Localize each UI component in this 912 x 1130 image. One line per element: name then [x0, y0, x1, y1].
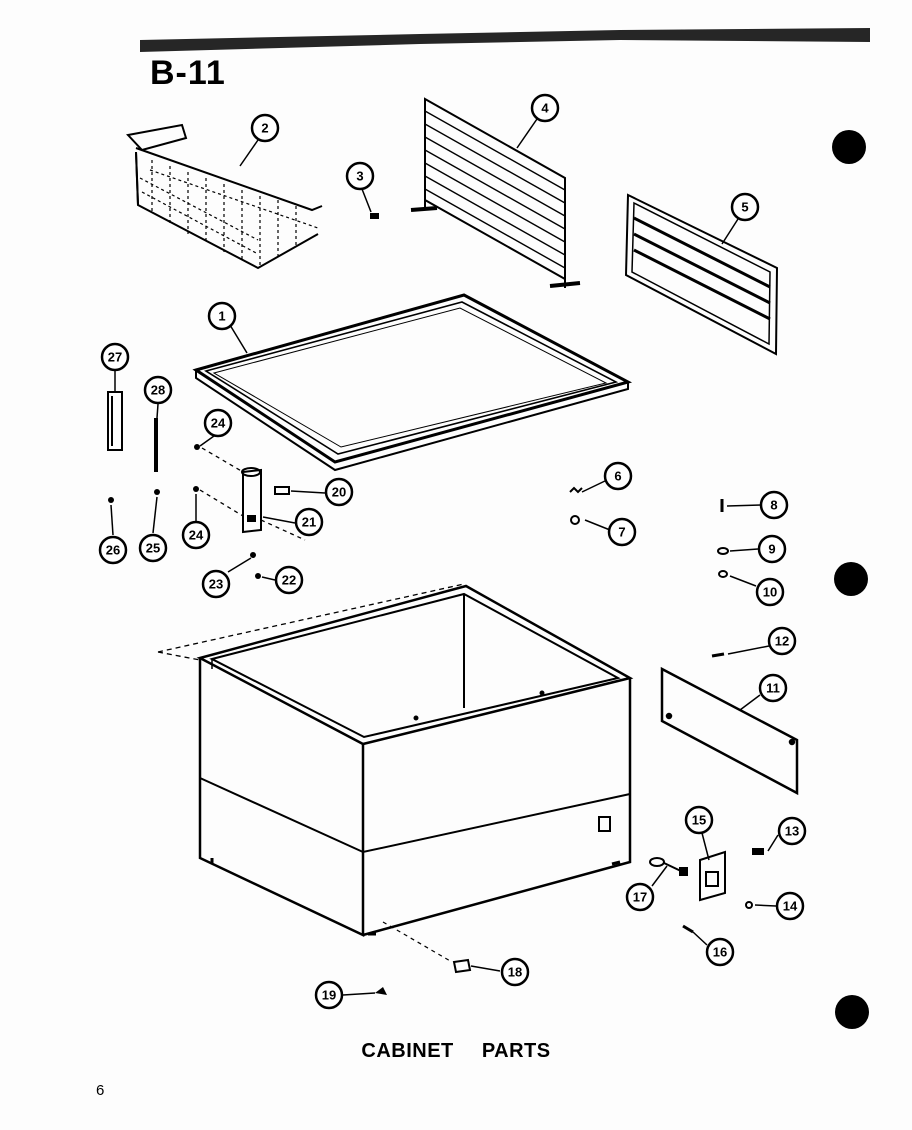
part-washer-23 — [250, 552, 256, 558]
callout-6: 6 — [603, 461, 633, 491]
binder-hole-top — [832, 130, 866, 164]
part-spring-6 — [569, 486, 583, 494]
callout-number: 16 — [713, 945, 727, 960]
part-knob — [274, 486, 290, 495]
callout-number: 24 — [189, 528, 204, 543]
callout-number: 23 — [209, 577, 223, 592]
callout-number: 1 — [218, 309, 225, 324]
part-evaporator-panel — [624, 193, 779, 356]
callout-8: 8 — [759, 490, 789, 520]
callout-14: 14 — [775, 891, 805, 921]
page-number: 6 — [96, 1082, 105, 1099]
binder-hole-middle — [834, 562, 868, 596]
part-cord-17 — [649, 857, 688, 876]
callout-10: 10 — [755, 577, 785, 607]
callout-number: 28 — [151, 383, 165, 398]
callout-number: 6 — [614, 469, 621, 484]
callout-1: 1 — [207, 301, 237, 331]
callout-11: 11 — [758, 673, 788, 703]
callout-number: 24 — [211, 416, 226, 431]
callout-leaders — [110, 118, 779, 996]
part-nut-22 — [255, 573, 261, 579]
callout-number: 3 — [356, 169, 363, 184]
part-washer-9 — [717, 547, 729, 555]
scan-edge-smudge — [140, 28, 870, 52]
callout-20: 20 — [324, 477, 354, 507]
callout-number: 17 — [633, 890, 647, 905]
callout-number: 13 — [785, 824, 799, 839]
thermostat-leaders — [199, 447, 306, 541]
callout-2: 2 — [250, 113, 280, 143]
part-cabinet — [157, 583, 634, 937]
foot-leader — [382, 921, 453, 963]
part-clip — [370, 213, 379, 219]
callout-15: 15 — [684, 805, 714, 835]
callout-26: 26 — [98, 535, 128, 565]
callout-number: 7 — [618, 525, 625, 540]
callout-number: 5 — [741, 200, 748, 215]
callout-number: 26 — [106, 543, 120, 558]
part-washer-7 — [570, 515, 580, 525]
callout-number: 8 — [770, 498, 777, 513]
callout-24a: 24 — [203, 408, 233, 438]
callout-number: 12 — [775, 634, 789, 649]
callout-number: 11 — [766, 681, 780, 696]
part-basket — [126, 123, 323, 270]
part-nut-14 — [745, 901, 753, 909]
diagram-caption: CABINET PARTS — [361, 1040, 551, 1062]
callout-number: 27 — [108, 350, 122, 365]
callout-22: 22 — [274, 565, 304, 595]
part-divider — [410, 97, 581, 288]
callout-25: 25 — [138, 533, 168, 563]
callout-17: 17 — [625, 882, 655, 912]
callout-13: 13 — [777, 816, 807, 846]
part-thermostat — [241, 467, 262, 534]
part-hinge-bracket — [107, 391, 123, 451]
binder-hole-bottom — [835, 995, 869, 1029]
callout-4: 4 — [530, 93, 560, 123]
part-screw-16 — [682, 924, 694, 934]
callout-number: 4 — [541, 101, 549, 116]
part-screw-26 — [108, 497, 114, 503]
callout-number: 15 — [692, 813, 706, 828]
part-screw-24a — [194, 444, 200, 450]
callout-number: 21 — [302, 515, 316, 530]
callout-number: 19 — [322, 988, 336, 1003]
callout-16: 16 — [705, 937, 735, 967]
part-washer-10 — [718, 570, 728, 578]
part-screw-13 — [752, 848, 764, 855]
callout-7: 7 — [607, 517, 637, 547]
callout-27: 27 — [100, 342, 130, 372]
callout-5: 5 — [730, 192, 760, 222]
callout-number: 9 — [768, 542, 775, 557]
callout-21: 21 — [294, 507, 324, 537]
callout-19: 19 — [314, 980, 344, 1010]
callout-24b: 24 — [181, 520, 211, 550]
callout-23: 23 — [201, 569, 231, 599]
part-foot-19 — [375, 987, 387, 995]
callout-18: 18 — [500, 957, 530, 987]
callout-number: 22 — [282, 573, 296, 588]
part-screw-12 — [711, 652, 725, 658]
part-back-panel — [660, 666, 799, 796]
callout-12: 12 — [767, 626, 797, 656]
callout-number: 14 — [783, 899, 798, 914]
part-screw-24b — [193, 486, 199, 492]
callout-number: 2 — [261, 121, 268, 136]
callout-28: 28 — [143, 375, 173, 405]
callout-number: 10 — [763, 585, 777, 600]
callout-3: 3 — [345, 161, 375, 191]
callout-number: 20 — [332, 485, 346, 500]
part-relay — [699, 850, 726, 902]
callout-9: 9 — [757, 534, 787, 564]
part-foot-18 — [452, 958, 472, 974]
callout-number: 18 — [508, 965, 522, 980]
callout-number: 25 — [146, 541, 160, 556]
part-screw-25 — [154, 489, 160, 495]
page-code: B-11 — [150, 54, 226, 92]
part-lid-gasket — [192, 293, 633, 472]
